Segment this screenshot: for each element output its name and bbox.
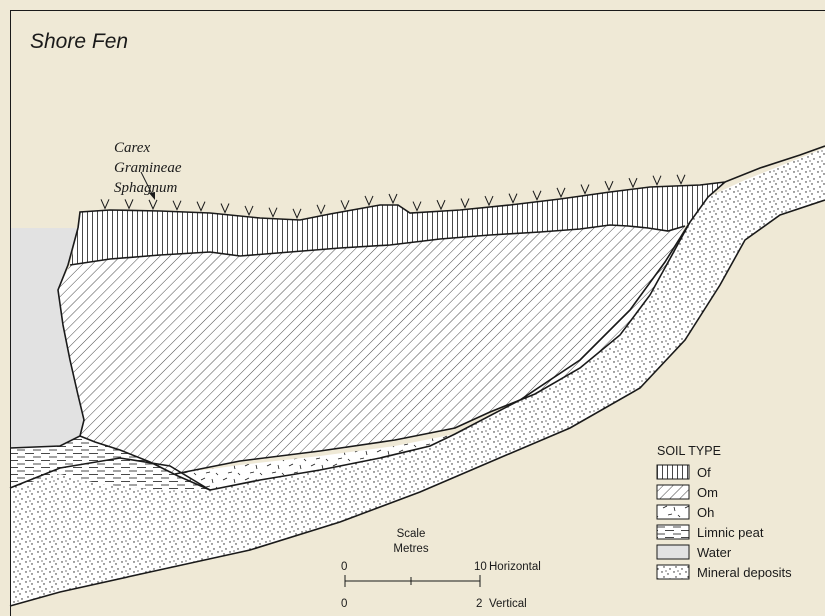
oh-layer [175, 434, 455, 490]
vegetation-tick-icon [172, 200, 182, 211]
vertical-scale-start: 0 [341, 598, 347, 610]
horizontal-scale-end: 10 [474, 561, 487, 573]
mineral-deposits-layer [10, 148, 825, 606]
water-edge [9, 227, 85, 449]
vegetation-tick-icon [196, 201, 206, 212]
oh-base-boundary [209, 221, 691, 491]
legend-label-water: Water [697, 545, 732, 560]
mineral-top-boundary [9, 457, 211, 491]
vertical-scale-label: Vertical [489, 598, 527, 610]
vegetation-tick-icon [556, 187, 566, 199]
legend-label-oh: Oh [697, 505, 714, 520]
horizontal-scale-label: Horizontal [489, 561, 541, 573]
diagram-title: Shore Fen [30, 30, 128, 53]
legend-label-limnic-peat: Limnic peat [697, 525, 764, 540]
vegetation-tick-icon [292, 208, 302, 220]
water-layer [10, 228, 84, 448]
legend-label-mineral-deposits: Mineral deposits [697, 565, 792, 580]
om-layer [58, 225, 685, 474]
legend-label-om: Om [697, 485, 718, 500]
vegetation-tick-icon [532, 190, 542, 201]
vertical-scale: 0 2 Vertical [341, 598, 527, 610]
vegetation-tick-icon [628, 177, 638, 189]
scale-title: Scale [397, 528, 426, 540]
vegetation-tick-icon [604, 180, 614, 192]
layer-boundaries [9, 145, 825, 607]
legend-title: SOIL TYPE [657, 444, 721, 458]
scale-unit: Metres [393, 543, 428, 555]
of-om-boundary [69, 224, 686, 266]
figure-frame [10, 10, 825, 616]
legend-swatch-limnic-peat [656, 524, 690, 540]
plant-label-carex: Carex [114, 140, 150, 156]
vegetation-tick-icon [340, 200, 350, 211]
legend-swatch-mineral-deposits [656, 564, 690, 580]
vegetation-tick-icon [100, 199, 110, 210]
vegetation-tick-icon [244, 205, 254, 217]
vegetation-tick-icon [220, 203, 230, 214]
vegetation-tick-icon [508, 193, 518, 204]
vegetation-tick-icon [124, 199, 134, 210]
vegetation-tick-icon [484, 195, 494, 207]
vegetation-tick-icon [388, 193, 398, 205]
vegetation-tick-icon [412, 201, 422, 212]
vegetation-tick-icon [460, 198, 470, 209]
scale-bar: Scale Metres 0 10 Horizontal 0 2 Vertica… [341, 528, 541, 610]
legend-label-of: Of [697, 465, 711, 480]
horizontal-scale: 0 10 Horizontal [341, 561, 541, 587]
of-layer [70, 182, 725, 265]
vegetation-tick-icon [436, 199, 446, 211]
legend-swatch-om [656, 484, 690, 500]
horizontal-scale-start: 0 [341, 561, 347, 573]
mineral-base-boundary [9, 199, 825, 607]
surface-line [77, 145, 825, 229]
vegetation-symbols [100, 174, 686, 220]
vegetation-tick-icon [268, 207, 278, 218]
limnic-peat-layer [10, 436, 210, 490]
plant-pointer-arrow [140, 171, 155, 200]
plant-label-sphagnum: Sphagnum [114, 180, 178, 196]
vegetation-tick-icon [364, 195, 374, 207]
vegetation-tick-icon [676, 174, 686, 185]
limnic-top-boundary [79, 435, 211, 491]
legend-swatch-oh [656, 504, 690, 520]
legend-swatch-of [656, 464, 690, 480]
legend-swatch-water [656, 544, 690, 560]
vegetation-tick-icon [580, 184, 590, 195]
vertical-scale-end: 2 [476, 598, 482, 610]
plant-label-gramineae: Gramineae [114, 160, 182, 176]
vegetation-tick-icon [652, 175, 662, 186]
vegetation-tick-icon [148, 199, 158, 211]
vegetation-tick-icon [316, 204, 326, 216]
